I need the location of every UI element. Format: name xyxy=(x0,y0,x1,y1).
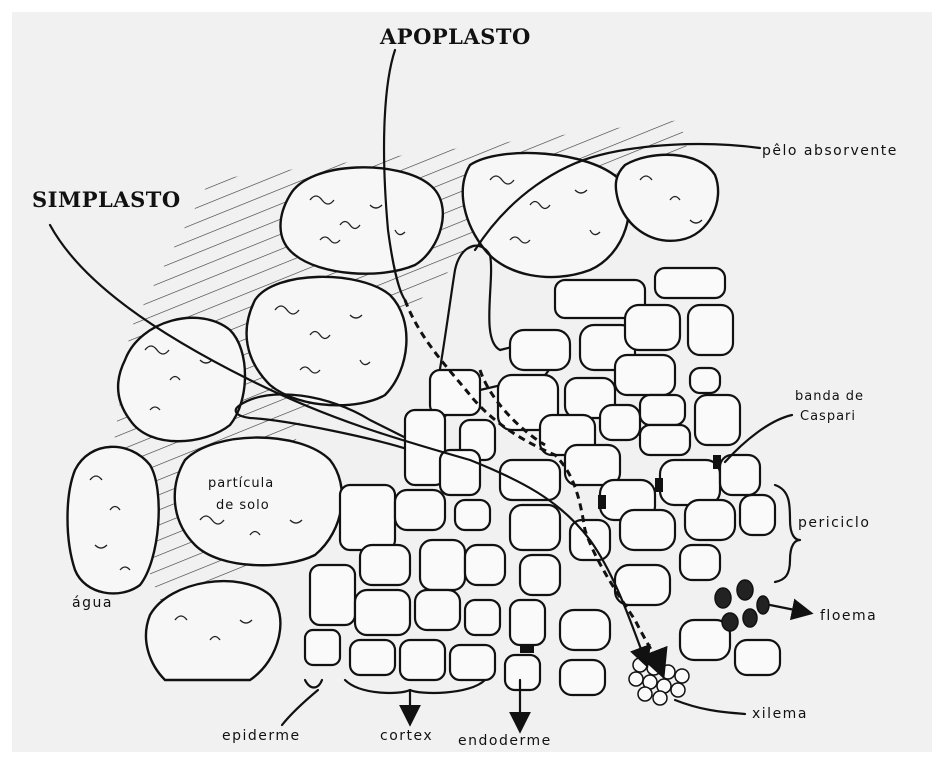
banda-label-2: Caspari xyxy=(800,409,856,424)
agua-label: água xyxy=(72,595,113,611)
cortex-bracket xyxy=(345,680,485,693)
xilema-label: xilema xyxy=(752,706,808,722)
particula-label-2: de solo xyxy=(216,498,270,513)
pelo-label: pêlo absorvente xyxy=(762,143,898,159)
floema-leader xyxy=(770,605,805,612)
xilema-leader xyxy=(675,700,745,714)
apoplasto-title: APOPLASTO xyxy=(379,24,531,49)
phloem-cells xyxy=(715,580,769,631)
particula-label-1: partícula xyxy=(208,476,274,491)
cortex-label: cortex xyxy=(380,728,433,744)
pericycle-bracket xyxy=(775,485,800,582)
endoderme-label: endoderme xyxy=(458,733,552,749)
banda-label-1: banda de xyxy=(795,389,864,404)
epiderme-bracket xyxy=(305,680,322,688)
periciclo-label: periciclo xyxy=(798,515,870,531)
simplasto-title: SIMPLASTO xyxy=(32,187,181,212)
floema-label: floema xyxy=(820,608,877,624)
epiderme-label: epiderme xyxy=(222,728,301,744)
epiderme-leader xyxy=(282,690,318,725)
